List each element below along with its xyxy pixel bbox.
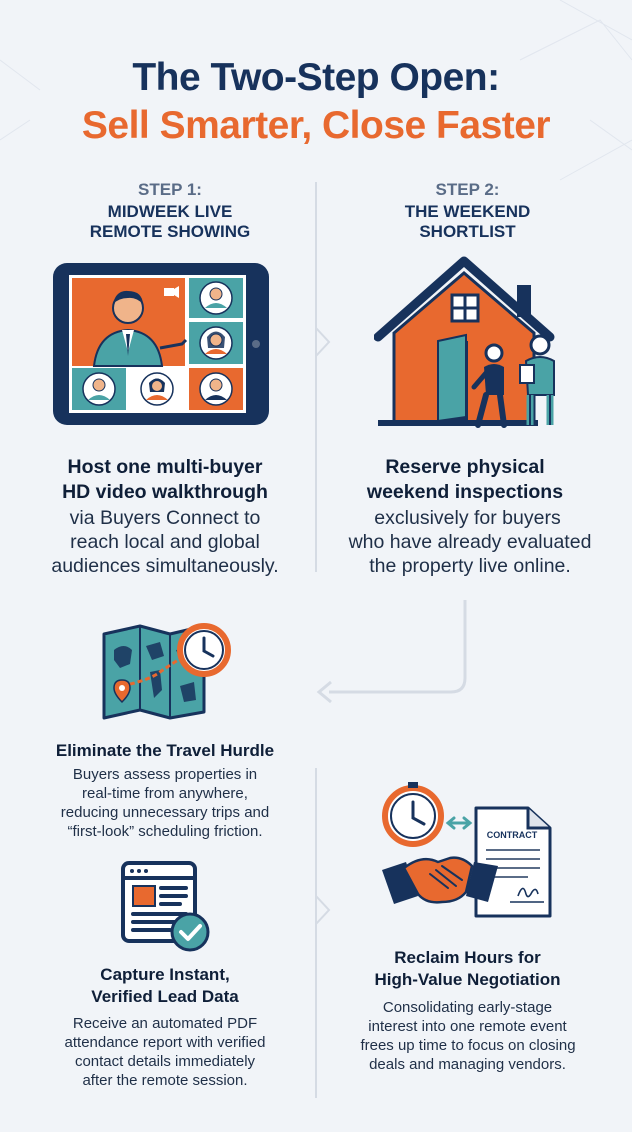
divider-chevron-icon xyxy=(315,320,331,364)
step2-kicker: STEP 2: xyxy=(435,180,500,199)
step1-title-line1: MIDWEEK LIVE xyxy=(107,202,233,221)
page-title-line2: Sell Smarter, Close Faster xyxy=(81,104,551,147)
page-title-line1: The Two-Step Open: xyxy=(132,56,500,99)
feature-negotiation-text-line1: Consolidating early-stage xyxy=(382,999,553,1016)
report-verified-icon xyxy=(121,861,210,952)
step2-text-line2: who have already evaluated xyxy=(348,531,592,553)
column-divider-top xyxy=(315,182,317,572)
step1-text-line1: via Buyers Connect to xyxy=(69,507,261,529)
video-call-tablet-icon xyxy=(53,263,269,425)
step2-bold-line1: Reserve physical xyxy=(385,456,545,478)
handshake-contract-icon: CONTRACT xyxy=(382,782,552,918)
feature-travel-text-line3: reducing unnecessary trips and xyxy=(60,804,270,821)
feature-travel-text-line4: “first-look” scheduling friction. xyxy=(67,823,263,840)
feature-negotiation-text-line3: frees up time to focus on closing xyxy=(360,1037,576,1054)
step1-title-line2: REMOTE SHOWING xyxy=(89,222,251,241)
step1-text-line3: audiences simultaneously. xyxy=(51,555,279,577)
step1-bold-line2: HD video walkthrough xyxy=(62,481,268,503)
feature-lead-title-line2: Verified Lead Data xyxy=(91,987,239,1006)
feature-negotiation-text-line4: deals and managing vendors. xyxy=(369,1056,566,1073)
feature-lead-title-line1: Capture Instant, xyxy=(100,965,230,984)
step2-text-line3: the property live online. xyxy=(369,555,571,577)
feature-travel-title: Eliminate the Travel Hurdle xyxy=(55,741,275,760)
step2-title-line2: SHORTLIST xyxy=(419,222,516,241)
feature-lead-text-line2: attendance report with verified xyxy=(64,1034,266,1051)
feature-negotiation-title-line1: Reclaim Hours for xyxy=(394,948,541,967)
feature-lead-text-line3: contact details immediately xyxy=(74,1053,256,1070)
feature-lead-text-line1: Receive an automated PDF xyxy=(72,1015,258,1032)
house-inspection-icon xyxy=(374,256,555,428)
world-map-clock-icon xyxy=(102,623,231,720)
step1-kicker: STEP 1: xyxy=(138,180,202,199)
divider-chevron-icon xyxy=(315,888,331,932)
back-arrow-icon xyxy=(316,600,467,704)
step2-text-line1: exclusively for buyers xyxy=(374,507,561,529)
feature-lead-text-line4: after the remote session. xyxy=(82,1072,248,1089)
feature-negotiation-text-line2: interest into one remote event xyxy=(368,1018,567,1035)
step2-title-line1: THE WEEKEND xyxy=(404,202,531,221)
column-divider-bottom xyxy=(315,768,317,1098)
feature-negotiation-title-line2: High-Value Negotiation xyxy=(374,970,561,989)
feature-travel-text-line2: real-time from anywhere, xyxy=(82,785,248,802)
feature-travel-text-line1: Buyers assess properties in xyxy=(72,766,258,783)
contract-label: CONTRACT xyxy=(487,830,538,840)
step1-bold-line1: Host one multi-buyer xyxy=(67,456,263,478)
step2-bold-line2: weekend inspections xyxy=(366,481,564,503)
step1-text-line2: reach local and global xyxy=(70,531,260,553)
